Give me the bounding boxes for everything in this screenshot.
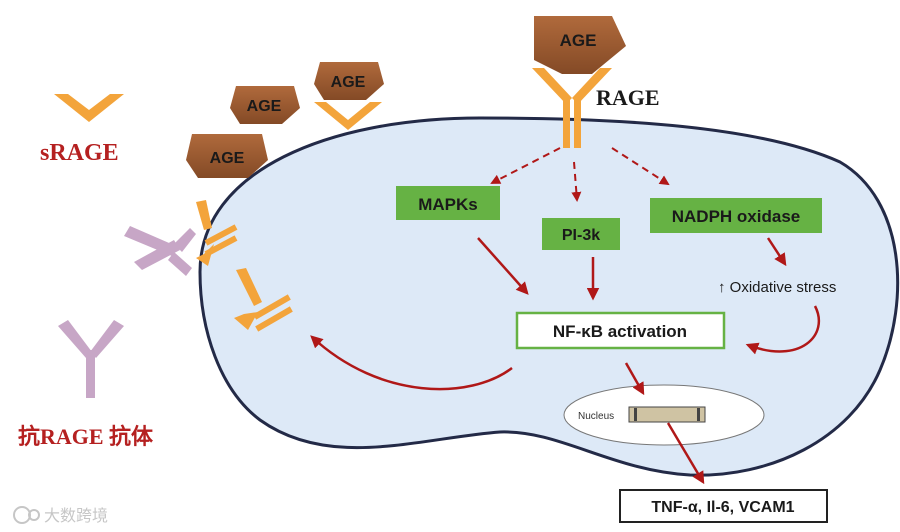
watermark-logo-icon [13,506,31,524]
rage-label: RAGE [596,85,660,110]
age-label-1: AGE [247,98,282,115]
age-ligand-1: AGE [230,86,300,124]
arrow-rage-to-mapks [490,147,561,184]
srage-label: sRAGE [40,140,119,166]
arrow-stress-to-nfkb [745,305,821,355]
age-ligand-bound: AGE [534,16,626,74]
srage-bound-age [314,102,382,130]
age-bound-label: AGE [560,31,597,50]
age-label-3: AGE [210,150,245,167]
age-ligand-3: AGE [186,134,268,178]
membrane-rage-blocked [196,200,238,266]
outputs-box [619,489,828,523]
mapks-box [396,186,500,220]
anti-rage-antibody-icon [58,320,124,398]
nfkb-activation-box [515,311,726,350]
nadph-oxidase-label: NADPH oxidase [672,207,800,226]
cell-membrane [198,116,900,477]
arrow-recycling-to-membrane [310,335,513,391]
nadph-oxidase-box [650,198,822,233]
arrow-nucleus-to-outputs [666,422,705,485]
membrane-rage-internalized [234,268,293,332]
arrow-nadph-to-stress [766,237,787,267]
nfkb-activation-label: NF-κB activation [553,322,687,341]
outputs-label: TNF-α, Il-6, VCAM1 [651,499,794,516]
gene-marker-left [634,408,637,421]
antibody-blocking-rage [124,226,196,276]
pi3k-box [542,218,620,250]
rage-receptor [532,68,612,148]
gene-promoter [628,406,706,423]
arrow-nfkb-to-nucleus [624,362,645,396]
anti-rage-antibody-label: 抗RAGE 抗体 [18,424,154,449]
nucleus-label: Nucleus [578,411,614,422]
age-label-2: AGE [331,74,366,91]
mapks-label: MAPKs [418,195,478,214]
age-ligand-2: AGE [314,62,384,100]
arrow-mapks-to-nfkb [477,237,529,295]
oxidative-stress-label: ↑ Oxidative stress [718,279,836,296]
gene-marker-right [697,408,700,421]
watermark-label: 大数跨境 [44,506,108,525]
watermark: 大数跨境 [13,506,108,525]
srage-icon [54,94,124,122]
arrow-rage-to-pi3k [571,161,582,202]
pi3k-label: PI-3k [562,227,600,244]
